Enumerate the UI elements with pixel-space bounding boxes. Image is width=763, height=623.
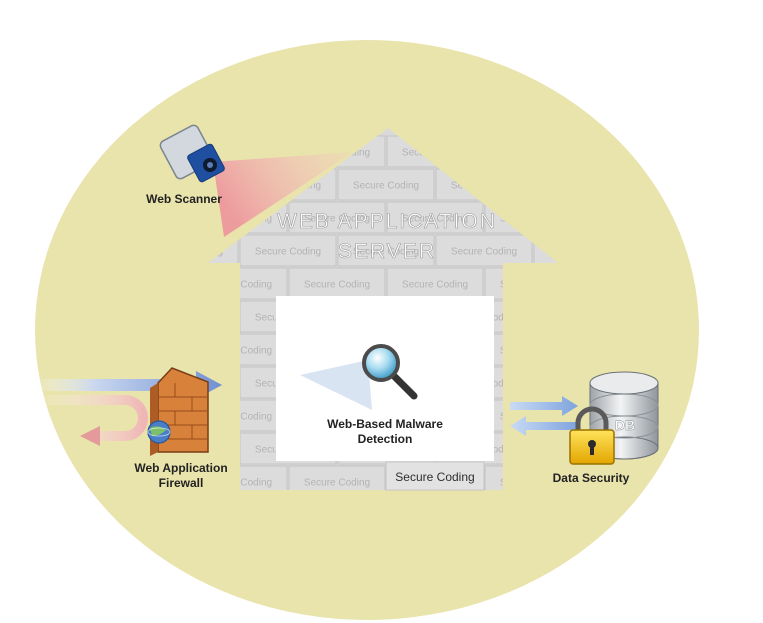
magnifier-beam: [300, 360, 372, 410]
center-label-line1: Web-Based Malware: [327, 417, 443, 431]
brick-label: Secure Coding: [206, 280, 272, 291]
firewall-label-line2: Firewall: [159, 476, 204, 490]
globe-icon: [147, 420, 171, 444]
brick: [386, 201, 484, 234]
brick-highlight-label: Secure Coding: [395, 470, 474, 484]
padlock-icon: [569, 406, 615, 465]
brick: [386, 267, 484, 300]
brick-label: Secure Coding: [206, 346, 272, 357]
center-label-line2: Detection: [358, 432, 413, 446]
brick-highlight: [385, 461, 485, 491]
camera-icon: [159, 124, 225, 183]
sync-arrows: [510, 396, 578, 436]
security-label: Data Security: [553, 471, 630, 485]
brick: [288, 201, 386, 234]
brick-label: Secure Coding: [402, 214, 468, 225]
brick-label: Secure Coding: [353, 247, 419, 258]
db-label: DB: [615, 417, 635, 433]
brick-label: Secure Coding: [353, 181, 419, 192]
firewall-label-line1: Web Application: [134, 461, 227, 475]
brick-label: Secure Coding: [304, 478, 370, 489]
brick: [435, 234, 533, 267]
brick: [239, 234, 337, 267]
brick-label: Secure Coding: [304, 280, 370, 291]
scanner-label: Web Scanner: [146, 192, 222, 206]
server-title-line1: WEB APPLICATION: [277, 210, 497, 233]
brick-label: Secure Coding: [206, 412, 272, 423]
magnifier-icon: [362, 344, 418, 400]
rejected-arrow: [30, 395, 148, 446]
brick-label: Secure Coding: [402, 280, 468, 291]
brick: [288, 267, 386, 300]
brick-label: Secure Coding: [304, 214, 370, 225]
brick: [337, 168, 435, 201]
database-icon: DB: [589, 371, 659, 460]
server-title-line2: SERVER: [338, 240, 436, 263]
brick-label: Secure Coding: [206, 478, 272, 489]
incoming-arrow: [30, 371, 222, 399]
brick: [337, 234, 435, 267]
brick: [288, 465, 386, 490]
scanner-beam: [213, 152, 353, 237]
brick-label: Secure Coding: [451, 247, 517, 258]
brick-label: Secure Coding: [255, 247, 321, 258]
